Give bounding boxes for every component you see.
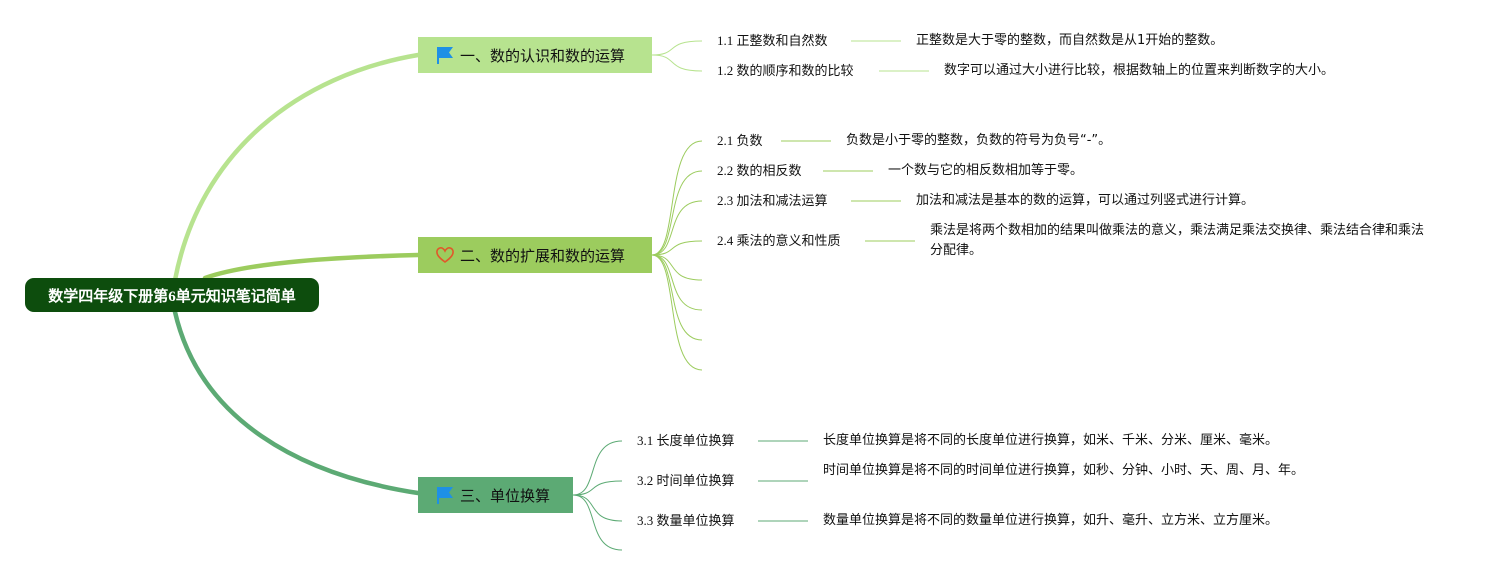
- subtopic-connector: [572, 494, 623, 522]
- subtopic-connector: [651, 254, 703, 341]
- subtopic-2-4[interactable]: 2.4 乘法的意义和性质: [717, 233, 841, 248]
- flag-icon: [434, 484, 456, 506]
- note-3-2: 时间单位换算是将不同的时间单位进行换算，如秒、分钟、小时、天、周、月、年。: [823, 463, 1305, 478]
- note-3-1: 长度单位换算是将不同的长度单位进行换算，如米、千米、分米、厘米、毫米。: [823, 433, 1279, 448]
- heart-icon: [434, 244, 456, 266]
- subtopic-connector: [572, 494, 623, 551]
- note-1-2: 数字可以通过大小进行比较，根据数轴上的位置来判断数字的大小。: [944, 63, 1335, 78]
- subtopic-1-2[interactable]: 1.2 数的顺序和数的比较: [717, 63, 854, 78]
- subtopic-3-3[interactable]: 3.3 数量单位换算: [637, 513, 735, 528]
- subtopic-connector: [651, 254, 703, 311]
- subtopic-connector: [651, 254, 703, 281]
- subtopic-connector: [651, 170, 703, 256]
- branch-topic-2-label: 二、数的扩展和数的运算: [460, 246, 626, 265]
- subtopic-2-2[interactable]: 2.2 数的相反数: [717, 163, 802, 178]
- subtopic-connector: [651, 240, 703, 256]
- subtopic-2-3[interactable]: 2.3 加法和减法运算: [717, 193, 828, 208]
- branch-topic-1-label: 一、数的认识和数的运算: [460, 46, 626, 65]
- subtopic-1-1[interactable]: 1.1 正整数和自然数: [717, 33, 828, 48]
- trunk-line-3: [172, 309, 421, 496]
- subtopic-2-1[interactable]: 2.1 负数: [717, 133, 763, 148]
- subtopic-3-2[interactable]: 3.2 时间单位换算: [637, 473, 735, 488]
- subtopic-connector: [651, 54, 703, 72]
- subtopic-connector: [572, 480, 623, 496]
- trunk-line-2: [202, 252, 421, 281]
- subtopic-connector: [651, 40, 703, 56]
- branch-topic-1[interactable]: 一、数的认识和数的运算: [418, 37, 652, 73]
- root-topic[interactable]: 数学四年级下册第6单元知识笔记简单: [25, 278, 319, 312]
- root-topic-label: 数学四年级下册第6单元知识笔记简单: [48, 288, 296, 305]
- subtopic-connector: [651, 140, 703, 256]
- note-3-3: 数量单位换算是将不同的数量单位进行换算，如升、毫升、立方米、立方厘米。: [823, 513, 1279, 528]
- trunk-line-1: [172, 52, 421, 283]
- note-2-4: 乘法是将两个数相加的结果叫做乘法的意义，乘法满足乘法交换律、乘法结合律和乘法分配…: [930, 223, 1425, 258]
- note-1-1: 正整数是大于零的整数，而自然数是从1开始的整数。: [916, 33, 1224, 48]
- subtopic-connector: [651, 254, 703, 371]
- branch-topic-2[interactable]: 二、数的扩展和数的运算: [418, 237, 652, 273]
- note-2-1: 负数是小于零的整数，负数的符号为负号“-”。: [846, 133, 1112, 148]
- note-2-3: 加法和减法是基本的数的运算，可以通过列竖式进行计算。: [916, 193, 1255, 208]
- subtopic-connector: [651, 200, 703, 256]
- branch-topic-3[interactable]: 三、单位换算: [418, 477, 573, 513]
- subtopic-connector: [572, 440, 623, 496]
- subtopic-3-1[interactable]: 3.1 长度单位换算: [637, 433, 735, 448]
- note-2-2: 一个数与它的相反数相加等于零。: [888, 163, 1084, 178]
- branch-topic-3-label: 三、单位换算: [460, 486, 551, 505]
- flag-icon: [434, 44, 456, 66]
